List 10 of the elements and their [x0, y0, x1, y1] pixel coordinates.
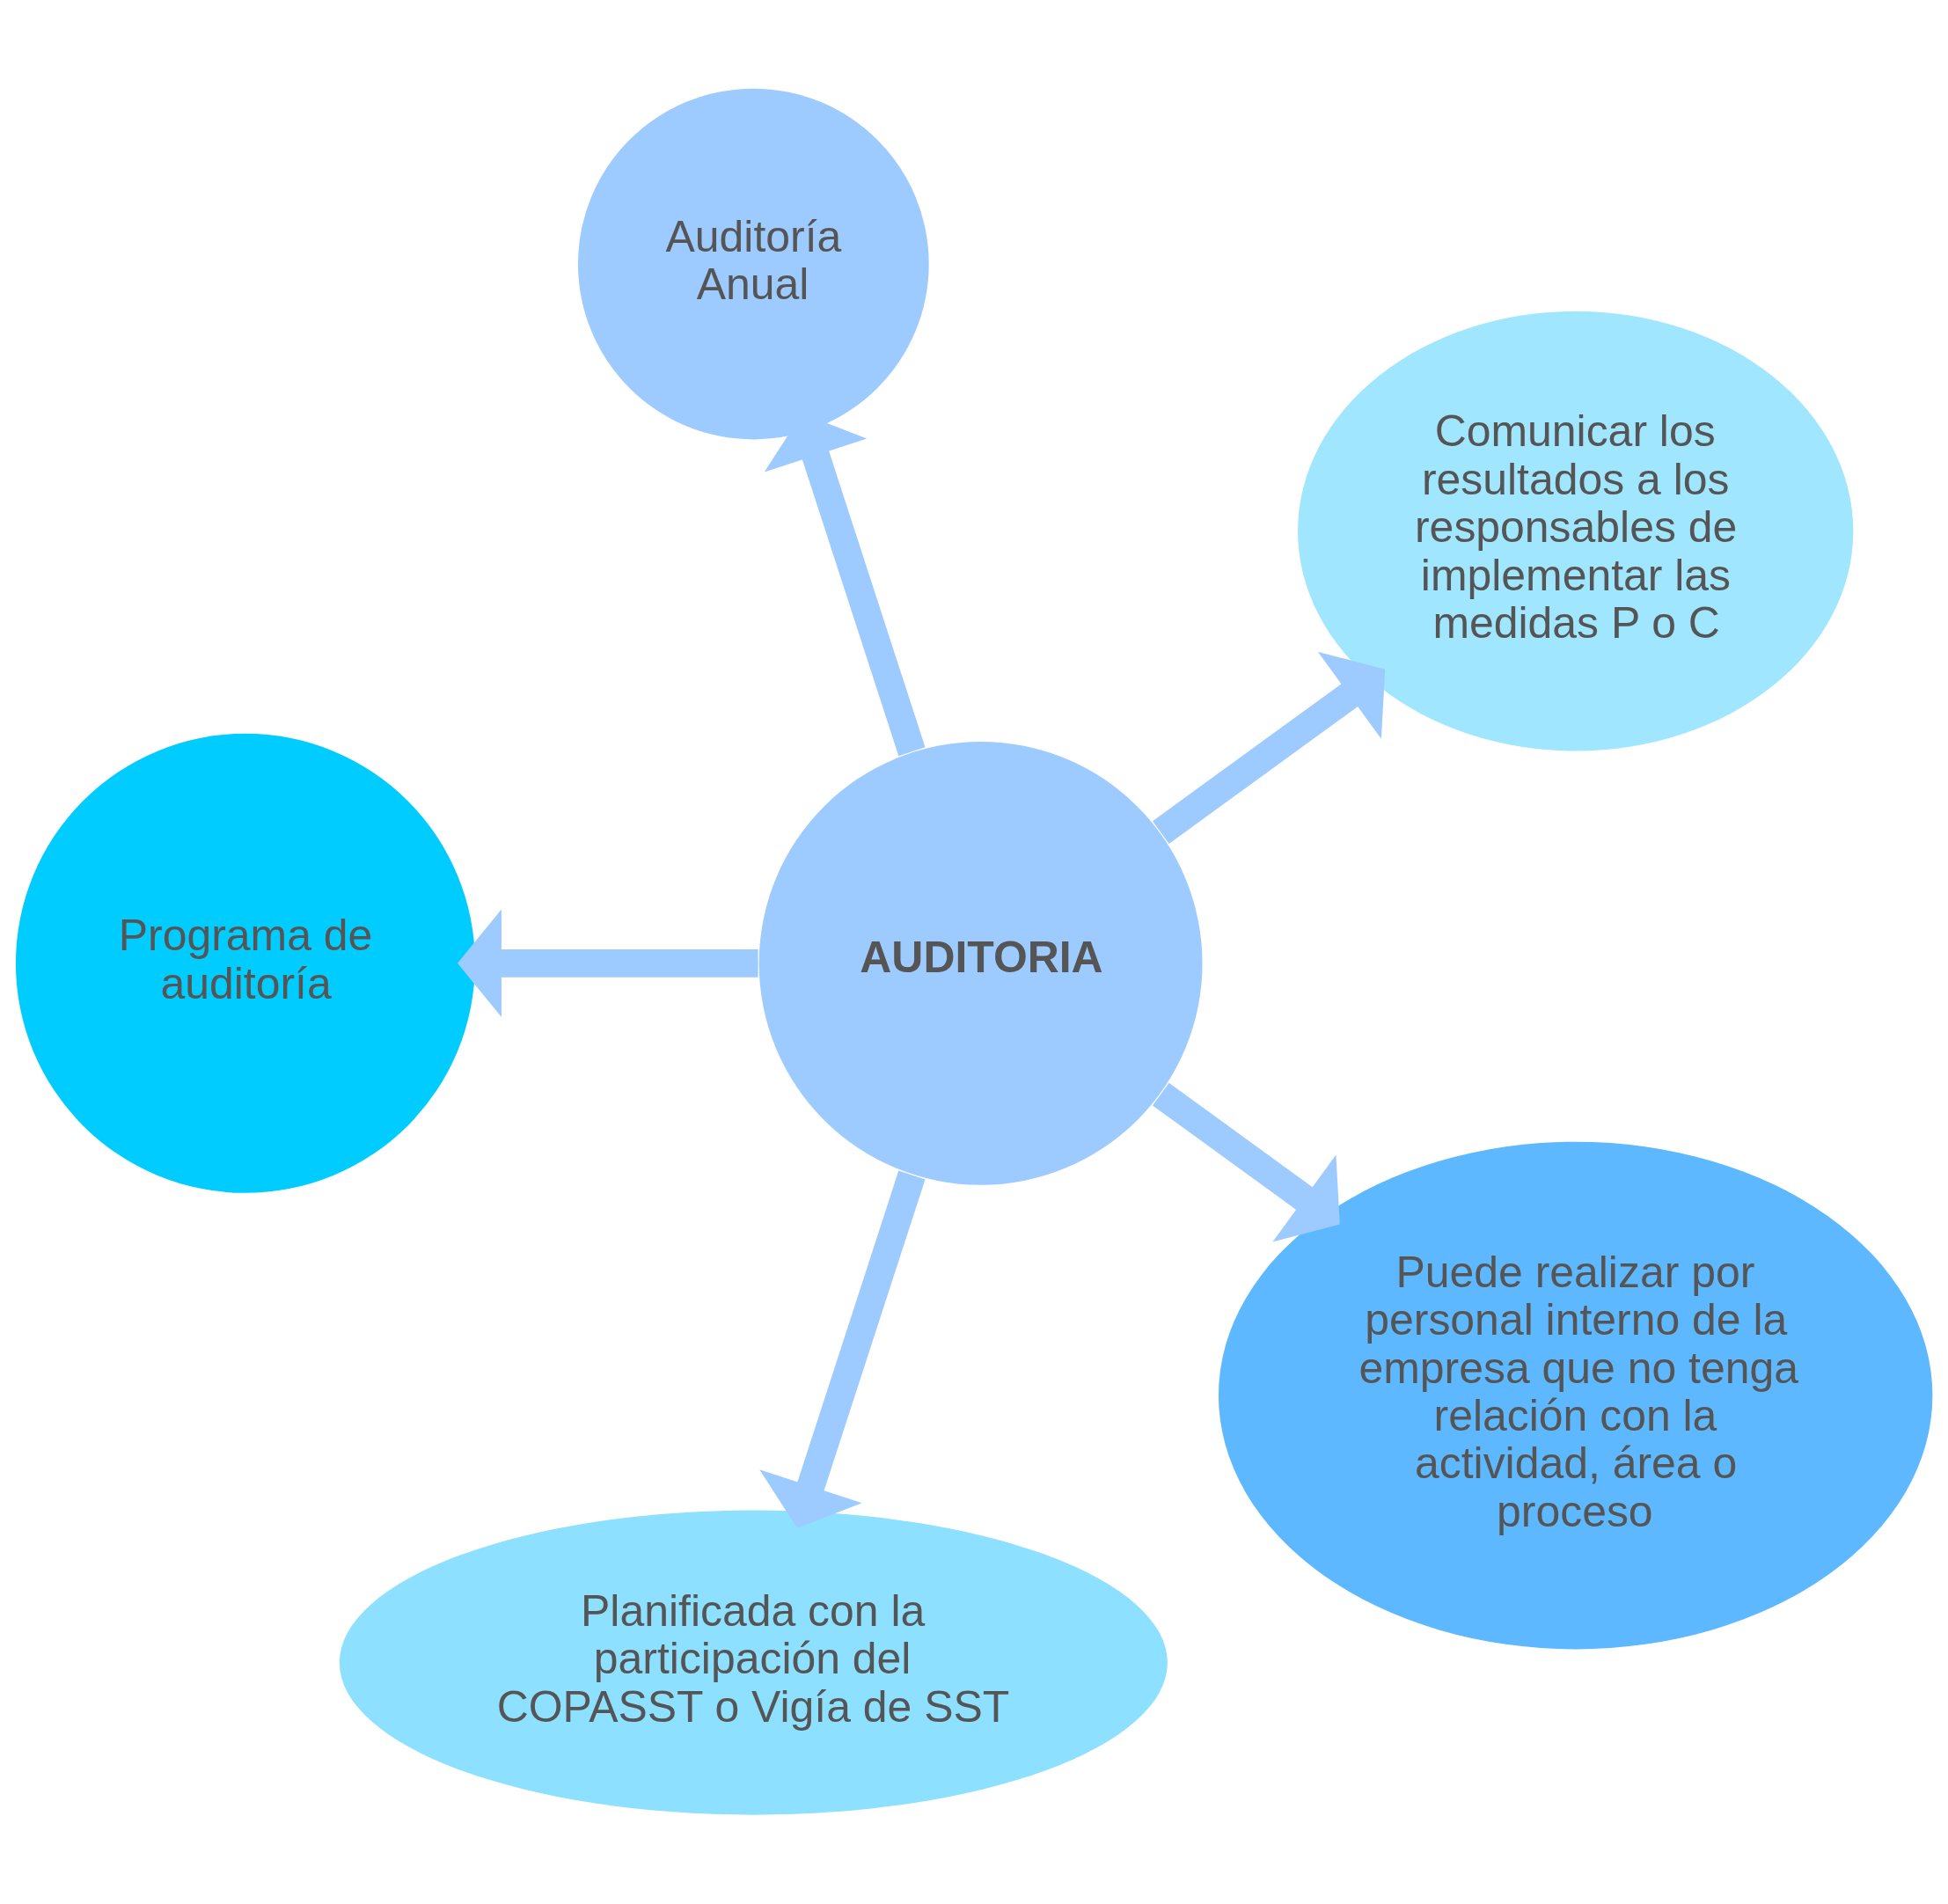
arrow: [1152, 1082, 1340, 1242]
node-ellipse: Comunicar los resultados a los responsables de implementar las medidas P o C: [1298, 311, 1854, 751]
node-ellipse: Planificada con la participación del COPASST o Vigía de SST: [339, 1510, 1168, 1815]
node-circle: Auditoría Anual: [578, 88, 929, 440]
arrow: [1152, 651, 1386, 844]
node-circle: AUDITORIA: [758, 741, 1203, 1185]
arrow: [457, 909, 758, 1018]
node-circle: Programa de auditoría: [15, 733, 475, 1193]
arrow: [759, 1170, 926, 1528]
node-ellipse: Puede realizar por personal interno de la empresa que no tenga relación con la actividad, área o proceso: [1218, 1141, 1933, 1650]
